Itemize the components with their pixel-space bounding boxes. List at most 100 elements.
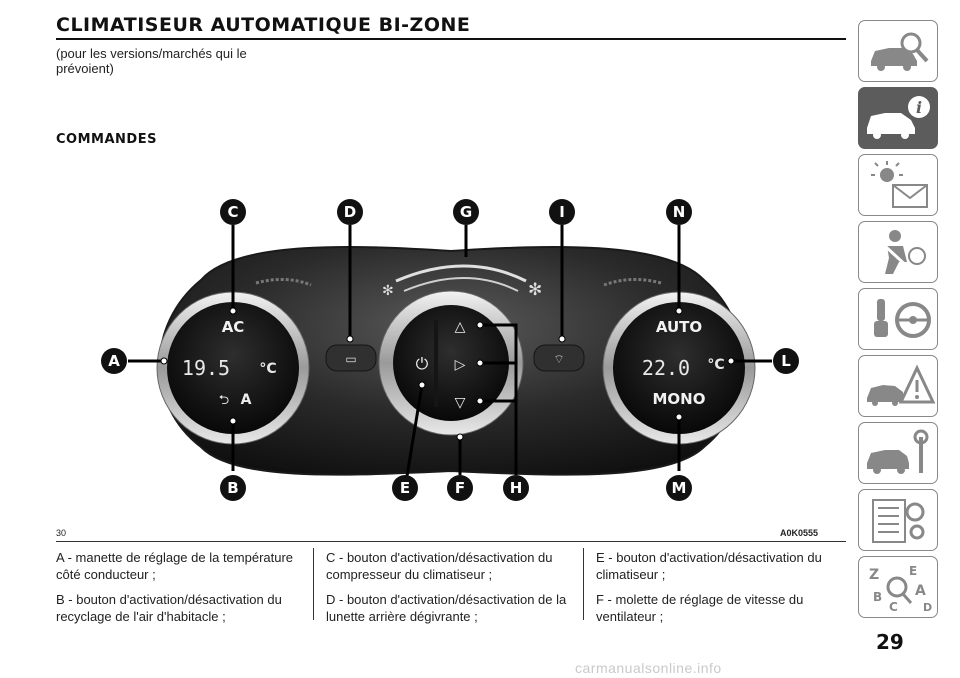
chapter-tabs-sidebar: i [858,20,938,623]
callout-letter-e: E [400,479,410,497]
callout-badge-b [220,475,246,501]
description-f: F - molette de réglage de vitesse du ven… [596,592,804,624]
svg-text:Z: Z [869,567,879,583]
chapter-tab-car-search[interactable] [858,20,938,82]
callout-letter-c: C [227,203,238,221]
figure-reference: A0K0555 [780,528,819,538]
callout-letter-n: N [673,203,686,221]
callout-badge-l [773,348,799,374]
svg-text:B: B [873,590,882,604]
car-wrench-icon [867,429,929,474]
fan-speed-arc [395,264,527,283]
callout-badge-i [549,199,575,225]
callout-dots [160,307,735,441]
callout-letters: C D G I N A L B E F H M [108,203,791,497]
svg-text:E: E [909,564,917,578]
seatbelt-airbag-icon [883,230,926,274]
description-c: C - bouton d'activation/désactivation du… [326,550,553,582]
mono-label: MONO [653,390,706,408]
left-temperature-knob: AC 19.5 °C ⮌ A [156,291,310,445]
section-heading: COMMANDES [56,132,157,147]
watermark: carmanualsonline.info [575,660,722,676]
description-e: E - bouton d'activation/désactivation du… [596,550,822,582]
left-temperature-unit: °C [259,361,276,377]
temp-scale-right [603,278,662,287]
description-b: B - bouton d'activation/désactivation du… [56,592,282,624]
caption-rule [56,541,846,542]
vent-mid-icon: ▷ [455,356,466,372]
chapter-tab-index[interactable]: Z E A B C D [858,556,938,618]
description-d: D - bouton d'activation/désactivation de… [326,592,567,624]
svg-text:C: C [889,600,898,614]
svg-text:A: A [915,583,926,599]
vent-up-icon: △ [455,318,466,334]
front-defrost-icon: ⌔ [553,352,564,366]
car-crash-warning-icon [867,364,936,406]
chapter-tab-emergency[interactable] [858,355,938,417]
description-a: A - manette de réglage de la température… [56,550,294,582]
auto-label: AUTO [656,318,702,336]
callout-badge-e [392,475,418,501]
ac-label: AC [222,318,245,336]
specs-gear-icon [872,499,925,543]
chapter-tab-technical-specs[interactable] [858,489,938,551]
rear-defrost-button: ▭ [325,344,377,372]
climate-control-panel-figure: ✻ ✻ AC 19.5 °C ⮌ A ▭ ⌔ ⏻ △ ▷ ▽ AUTO 22.0… [101,199,799,501]
car-search-icon [871,32,929,71]
page-number: 29 [876,630,904,654]
callout-leaders [128,225,772,477]
callout-badge-f [447,475,473,501]
callout-badge-g [453,199,479,225]
callout-letter-g: G [460,203,472,221]
recirculation-icon: ⮌ [219,392,229,407]
callout-letter-l: L [781,352,791,370]
callout-badge-d [337,199,363,225]
rear-defrost-icon: ▭ [345,352,356,366]
recirculation-auto-label: A [241,392,252,408]
vent-down-icon: ▽ [455,394,466,410]
front-defrost-button: ⌔ [533,344,585,372]
callout-letter-b: B [227,479,238,497]
figure-number: 30 [56,528,67,538]
callout-badge-a [101,348,127,374]
fan-speed-arc [403,277,519,292]
left-temperature-display: 19.5 [182,356,230,380]
right-temperature-display: 22.0 [642,356,690,380]
callout-badge-c [220,199,246,225]
callout-badge-m [666,475,692,501]
callout-badge-n [666,199,692,225]
column-divider [313,548,314,620]
svg-text:i: i [916,98,922,117]
callout-letter-i: I [559,203,565,221]
temp-scale-left [255,278,312,287]
title-rule [56,38,846,40]
column-divider [583,548,584,620]
power-icon: ⏻ [416,356,429,373]
right-temperature-unit: °C [707,357,724,373]
car-info-icon: i [867,96,930,139]
page-subtitle: (pour les versions/marchés qui le prévoi… [56,46,247,76]
fan-low-icon: ✻ [382,282,394,298]
right-temperature-knob: AUTO 22.0 °C MONO [602,291,756,445]
callout-letter-f: F [455,479,465,497]
chapter-tab-maintenance[interactable] [858,422,938,484]
chapter-tab-warning-lights[interactable] [858,154,938,216]
key-steering-wheel-icon [874,299,931,338]
chapter-tab-car-info[interactable]: i [858,87,938,149]
callout-badges [101,199,799,501]
page-title: CLIMATISEUR AUTOMATIQUE BI-ZONE [56,14,471,36]
warning-light-envelope-icon [871,161,928,208]
callout-badge-h [503,475,529,501]
svg-text:D: D [923,601,932,614]
callout-letter-d: D [344,203,356,221]
chapter-tab-safety[interactable] [858,221,938,283]
callout-letter-a: A [108,352,120,370]
chapter-tab-starting-driving[interactable] [858,288,938,350]
callout-letter-m: M [672,479,687,497]
description-column-2: C - bouton d'activation/désactivation du… [326,549,584,633]
description-column-1: A - manette de réglage de la température… [56,549,314,633]
callout-letter-h: H [510,479,523,497]
alphabetical-index-icon: Z E A B C D [869,564,932,614]
fan-high-icon: ✻ [528,280,542,299]
description-column-3: E - bouton d'activation/désactivation du… [596,549,854,633]
